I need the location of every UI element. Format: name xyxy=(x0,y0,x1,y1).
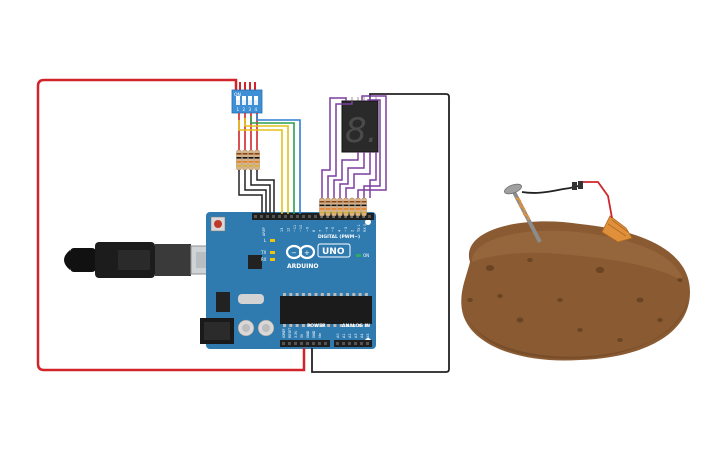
wire-yellow[interactable] xyxy=(238,120,283,214)
resistor[interactable] xyxy=(248,149,254,171)
analog-pin-label: A0 xyxy=(336,334,340,338)
wire-purple-segment[interactable] xyxy=(321,97,347,198)
wire-purple-segment[interactable] xyxy=(357,95,387,198)
dip-toggle-1[interactable] xyxy=(236,96,240,105)
segment-resistors[interactable] xyxy=(319,197,367,218)
on-led-label: ON xyxy=(363,253,369,258)
power-pin-label: GND xyxy=(312,330,316,338)
aref-label: AREF xyxy=(262,227,266,236)
resistor[interactable] xyxy=(319,197,325,218)
resistor[interactable] xyxy=(355,197,361,218)
wire-purple-segment[interactable] xyxy=(369,152,377,198)
wire-black-res-4[interactable] xyxy=(256,170,275,214)
arduino-logo: − + xyxy=(285,244,316,260)
digital-pin-label: 4 xyxy=(338,230,342,232)
usb-cable[interactable] xyxy=(64,242,232,278)
resistor[interactable] xyxy=(361,197,367,218)
power-header-label: POWER xyxy=(307,323,326,329)
atmega-chip xyxy=(280,296,372,324)
wire-purple-segment[interactable] xyxy=(339,152,365,198)
dip-number-2: 2 xyxy=(243,107,246,112)
digital-pin-label: RX 0 xyxy=(363,224,367,232)
arduino-model: UNO xyxy=(322,247,345,257)
resistor[interactable] xyxy=(325,197,331,218)
resistor[interactable] xyxy=(254,149,260,171)
wire-purple-segment[interactable] xyxy=(333,152,359,198)
rx-label: RX xyxy=(261,257,267,262)
resistor[interactable] xyxy=(242,149,248,171)
l-led-label: L xyxy=(264,238,267,243)
resistor[interactable] xyxy=(337,197,343,218)
pulldown-resistors[interactable] xyxy=(236,149,260,171)
digital-pin-label: ~10 xyxy=(299,225,303,232)
tx-label: TX xyxy=(260,250,266,255)
power-pin-label: GND xyxy=(306,330,310,338)
wire-green[interactable] xyxy=(250,116,295,214)
dip-number-1: 1 xyxy=(237,107,240,112)
analog-header-label: ANALOG IN xyxy=(342,323,370,329)
copper-electrode[interactable] xyxy=(601,215,633,243)
resistor[interactable] xyxy=(236,149,242,171)
digital-pin-label: ~11 xyxy=(293,225,297,232)
dip-toggle-3[interactable] xyxy=(248,96,252,105)
power-header[interactable] xyxy=(280,340,330,347)
power-pin-label: IOREF xyxy=(282,328,286,338)
digital-pin-label: ~6 xyxy=(325,227,329,232)
wire-black-potato[interactable] xyxy=(521,185,579,194)
dip-number-4: 4 xyxy=(255,107,258,112)
analog-pin-label: A1 xyxy=(342,334,346,338)
digital-pin-label: ~3 xyxy=(344,227,348,232)
resistor[interactable] xyxy=(349,197,355,218)
wire-purple-segment[interactable] xyxy=(327,101,353,198)
wire-yellow-2[interactable] xyxy=(244,118,289,214)
dip-toggle-4[interactable] xyxy=(254,96,258,105)
wire-red-potato[interactable] xyxy=(579,181,613,219)
wire-black-res-2[interactable] xyxy=(244,170,267,214)
power-pin-label: Vin xyxy=(318,333,322,338)
digital-pin-label: 8 xyxy=(312,230,316,232)
potato[interactable] xyxy=(461,221,690,361)
wire-black-gnd[interactable] xyxy=(311,93,450,373)
analog-pin-label: A2 xyxy=(348,334,352,338)
power-pin-label: 5V xyxy=(300,333,304,338)
arduino-brand: ARDUINO xyxy=(287,263,318,270)
dip-toggle-2[interactable] xyxy=(242,96,246,105)
seven-segment-display[interactable]: 8. xyxy=(341,97,379,153)
wire-red-5v[interactable] xyxy=(36,78,306,372)
digital-pin-label: 13 xyxy=(280,228,284,232)
wire-black-res-1[interactable] xyxy=(238,170,263,214)
resistor[interactable] xyxy=(343,197,349,218)
wire-purple-segment[interactable] xyxy=(363,99,381,198)
svg-text:−: − xyxy=(291,249,297,257)
display-digit: 8. xyxy=(345,111,377,151)
digital-pin-label: ~5 xyxy=(331,227,335,232)
dip-on-label: ON xyxy=(234,92,241,98)
digital-header-label: DIGITAL (PWM~) xyxy=(318,234,360,240)
zinc-nail-electrode[interactable] xyxy=(503,182,542,243)
digital-pin-label: 2 xyxy=(350,230,354,232)
digital-pin-label: ~9 xyxy=(306,227,310,232)
wire-purple-segment[interactable] xyxy=(345,152,371,198)
svg-text:+: + xyxy=(304,249,310,257)
analog-header[interactable] xyxy=(334,340,372,347)
wire-blue[interactable] xyxy=(256,114,301,214)
dip-number-3: 3 xyxy=(249,107,252,112)
resistor[interactable] xyxy=(331,197,337,218)
power-pin-label: 3.3V xyxy=(294,330,298,338)
wire-black-res-3[interactable] xyxy=(250,170,271,214)
digital-pin-label: TX 1 xyxy=(357,224,361,233)
analog-pin-label: A3 xyxy=(354,334,358,338)
analog-pin-label: A4 xyxy=(360,334,364,338)
digital-pin-label: 7 xyxy=(318,230,322,232)
power-pin-label: RESET xyxy=(288,328,292,338)
digital-header[interactable] xyxy=(252,213,374,220)
digital-pin-label: 12 xyxy=(286,228,290,232)
analog-pin-label: A5 xyxy=(366,334,370,338)
